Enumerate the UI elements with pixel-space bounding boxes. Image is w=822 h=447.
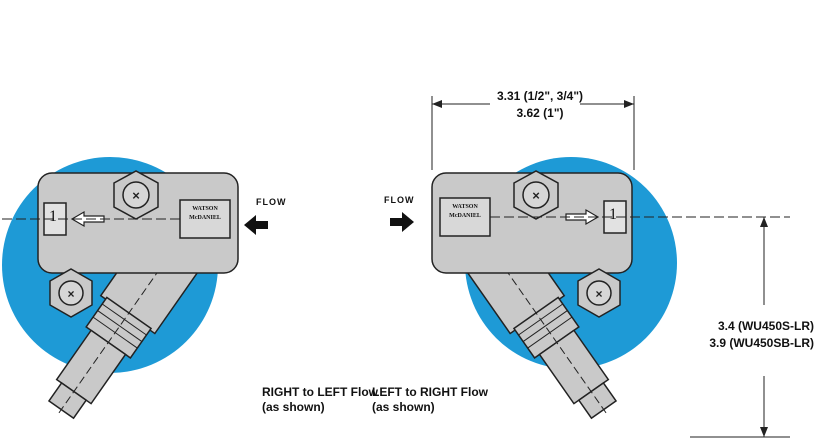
height-dimension-lines [690, 217, 790, 438]
svg-text:×: × [532, 188, 540, 203]
left-nameplate-text: WATSON McDANIEL [182, 205, 228, 223]
height-dimension-label: 3.4 (WU450S-LR) 3.9 (WU450SB-LR) [686, 318, 814, 352]
width-dimension-lines [431, 96, 635, 170]
right-caption-line1: LEFT to RIGHT Flow [372, 385, 488, 399]
left-caption-line2: (as shown) [262, 400, 325, 414]
width-dimension-line1: 3.31 (1/2", 3/4") [496, 89, 584, 103]
height-dimension-line1: 3.4 (WU450S-LR) [717, 319, 814, 333]
width-dimension-line2: 3.62 (1") [516, 106, 564, 120]
left-nameplate-line1: WATSON [192, 206, 218, 212]
left-caption-line1: RIGHT to LEFT Flow [262, 385, 378, 399]
right-flow-label: FLOW [384, 195, 415, 205]
right-caption: LEFT to RIGHT Flow (as shown) [372, 385, 488, 415]
height-dimension-line2: 3.9 (WU450SB-LR) [709, 336, 814, 350]
right-flow-arrow-icon [390, 212, 414, 232]
right-nameplate-line1: WATSON [452, 204, 478, 210]
right-nameplate [439, 197, 491, 237]
svg-text:×: × [132, 188, 140, 203]
svg-text:×: × [67, 287, 74, 301]
left-nameplate-line2: McDANIEL [189, 215, 221, 221]
left-flow-arrow-icon [244, 215, 268, 235]
svg-text:×: × [595, 287, 602, 301]
left-port-number: 1 [49, 208, 57, 225]
right-port-number: 1 [609, 206, 617, 223]
right-trap-assembly: × × [390, 157, 790, 420]
right-caption-line2: (as shown) [372, 400, 435, 414]
width-dimension-label: 3.31 (1/2", 3/4") 3.62 (1") [470, 88, 610, 122]
left-caption: RIGHT to LEFT Flow (as shown) [262, 385, 378, 415]
left-flow-label: FLOW [256, 197, 287, 207]
left-trap-assembly: × × [2, 157, 268, 420]
right-nameplate-line2: McDANIEL [449, 213, 481, 219]
right-nameplate-text: WATSON McDANIEL [442, 203, 488, 221]
